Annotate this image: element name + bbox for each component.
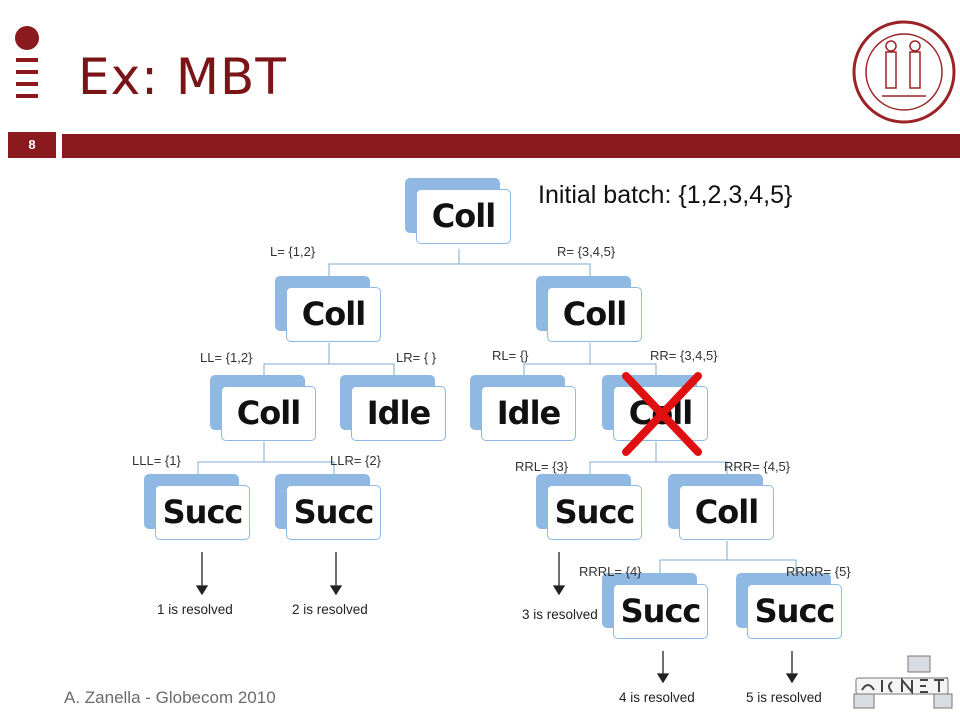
edge-label-r: R= {3,4,5} [557,244,616,259]
initial-batch-label: Initial batch: {1,2,3,4,5} [538,181,793,209]
edge-label-rrr: RRR= {4,5} [724,459,791,474]
edge-label-lll: LLL= {1} [132,453,181,468]
tree-node-root: Coll [405,178,511,244]
header-bar [62,134,960,158]
tree-node-lll: Succ [144,474,250,540]
tree-node-rrl: Succ [536,474,642,540]
edge-label-rl: RL= {} [492,348,529,363]
edge-label-llr: LLR= {2} [330,453,381,468]
slide-footer: A. Zanella - Globecom 2010 [64,688,276,707]
edge-label-lr: LR= { } [396,350,437,365]
university-logo-left [15,26,39,98]
edge-label-rrrl: RRRL= {4} [579,564,642,579]
slide-title: Ex: MBT [78,48,287,106]
resolved-caption-3: 3 is resolved [522,607,598,622]
resolved-caption-1: 1 is resolved [157,602,233,617]
tree-node-rrrr: Succ [736,573,842,639]
edge-label-ll: LL= {1,2} [200,350,253,365]
resolved-caption-5: 5 is resolved [746,690,822,705]
resolved-caption-2: 2 is resolved [292,602,368,617]
resolved-caption-4: 4 is resolved [619,690,695,705]
edge-label-rr: RR= {3,4,5} [650,348,718,363]
tree-node-ll: Coll [210,375,316,441]
edge-label-l: L= {1,2} [270,244,316,259]
edge-label-rrl: RRL= {3} [515,459,569,474]
university-seal-icon [852,20,956,124]
edge-label-rrrr: RRRR= {5} [786,564,851,579]
signet-logo [853,655,953,709]
cross-out-icon [622,372,702,456]
tree-node-lr: Idle [340,375,446,441]
tree-node-rrr: Coll [668,474,774,540]
tree-node-r: Coll [536,276,642,342]
tree-node-llr: Succ [275,474,381,540]
tree-node-l: Coll [275,276,381,342]
tree-node-rl: Idle [470,375,576,441]
page-number: 8 [8,132,56,158]
tree-node-rrrl: Succ [602,573,708,639]
